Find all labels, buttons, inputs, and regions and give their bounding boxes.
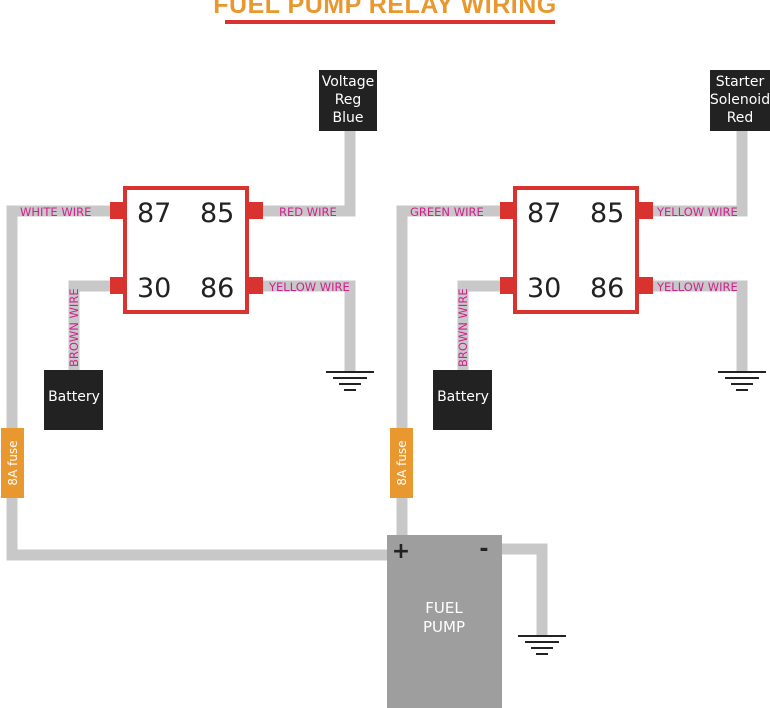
diagram-title: FUEL PUMP RELAY WIRING xyxy=(213,0,557,19)
title-underline xyxy=(225,20,555,24)
pump-plus-terminal: + xyxy=(392,539,410,564)
relay-1-pin-87: 87 xyxy=(137,198,171,229)
fuse-1-label: 8A fuse xyxy=(6,440,20,485)
relay-2-terminal-85 xyxy=(636,202,653,219)
relay-1: 87 85 30 86 xyxy=(110,186,263,314)
relay-1-terminal-87 xyxy=(110,202,127,219)
pump-label-line-2: PUMP xyxy=(423,618,465,636)
fuel-pump: + - FUEL PUMP xyxy=(387,535,502,708)
relay-2-pin-85: 85 xyxy=(590,198,624,229)
brown-wire-2 xyxy=(457,280,502,372)
ground-3-icon xyxy=(518,635,566,655)
fuse-1: 8A fuse xyxy=(1,428,24,498)
relay-1-label-85: RED WIRE xyxy=(279,205,337,219)
relay-2-label-86: YELLOW WIRE xyxy=(656,280,738,294)
starter-solenoid-box: Starter Solenoid Red xyxy=(710,70,770,131)
battery-2-label: Battery xyxy=(437,389,489,405)
relay-1-label-86: YELLOW WIRE xyxy=(268,280,350,294)
relay-2-pin-86: 86 xyxy=(590,273,624,304)
battery-1: Battery xyxy=(44,370,103,430)
relay-1-label-87: WHITE WIRE xyxy=(20,205,91,219)
relay-2-label-85: YELLOW WIRE xyxy=(656,205,738,219)
white-wire xyxy=(6,205,388,561)
starter-solenoid-line-3: Red xyxy=(727,110,754,126)
voltage-reg-line-1: Voltage xyxy=(322,74,375,90)
voltage-reg-box: Voltage Reg Blue xyxy=(319,70,377,131)
fuse-2-label: 8A fuse xyxy=(395,440,409,485)
starter-solenoid-line-1: Starter xyxy=(716,74,765,90)
relay-1-label-30: BROWN WIRE xyxy=(67,288,81,367)
relay-1-terminal-85 xyxy=(246,202,263,219)
voltage-reg-line-2: Reg xyxy=(335,92,362,108)
relay-2-body xyxy=(513,186,639,314)
relay-2-terminal-30 xyxy=(500,277,517,294)
brown-wire-1 xyxy=(68,280,112,372)
pump-minus-terminal: - xyxy=(479,537,488,562)
relay-2-label-30: BROWN WIRE xyxy=(456,288,470,367)
relay-1-terminal-86 xyxy=(246,277,263,294)
yellow-wire-2 xyxy=(652,280,748,372)
yellow-wire-top-2 xyxy=(652,130,748,217)
pump-ground-wire xyxy=(500,543,548,636)
relay-2-terminal-86 xyxy=(636,277,653,294)
green-wire xyxy=(396,205,502,536)
battery-1-label: Battery xyxy=(48,389,100,405)
battery-2: Battery xyxy=(433,370,492,430)
relay-1-terminal-30 xyxy=(110,277,127,294)
yellow-wire-1 xyxy=(262,280,356,372)
relay-1-pin-30: 30 xyxy=(137,273,171,304)
relay-1-pin-86: 86 xyxy=(200,273,234,304)
relay-2: 87 85 30 86 xyxy=(500,186,653,314)
relay-1-body xyxy=(123,186,249,314)
relay-2-label-87: GREEN WIRE xyxy=(410,205,484,219)
ground-2-icon xyxy=(718,371,766,391)
relay-2-pin-30: 30 xyxy=(527,273,561,304)
relay-1-pin-85: 85 xyxy=(200,198,234,229)
voltage-reg-line-3: Blue xyxy=(333,110,364,126)
ground-1-icon xyxy=(326,371,374,391)
fuse-2: 8A fuse xyxy=(390,428,413,498)
pump-label-line-1: FUEL xyxy=(425,599,463,617)
relay-2-terminal-87 xyxy=(500,202,517,219)
red-wire xyxy=(262,130,356,217)
starter-solenoid-line-2: Solenoid xyxy=(710,92,770,108)
relay-2-pin-87: 87 xyxy=(527,198,561,229)
